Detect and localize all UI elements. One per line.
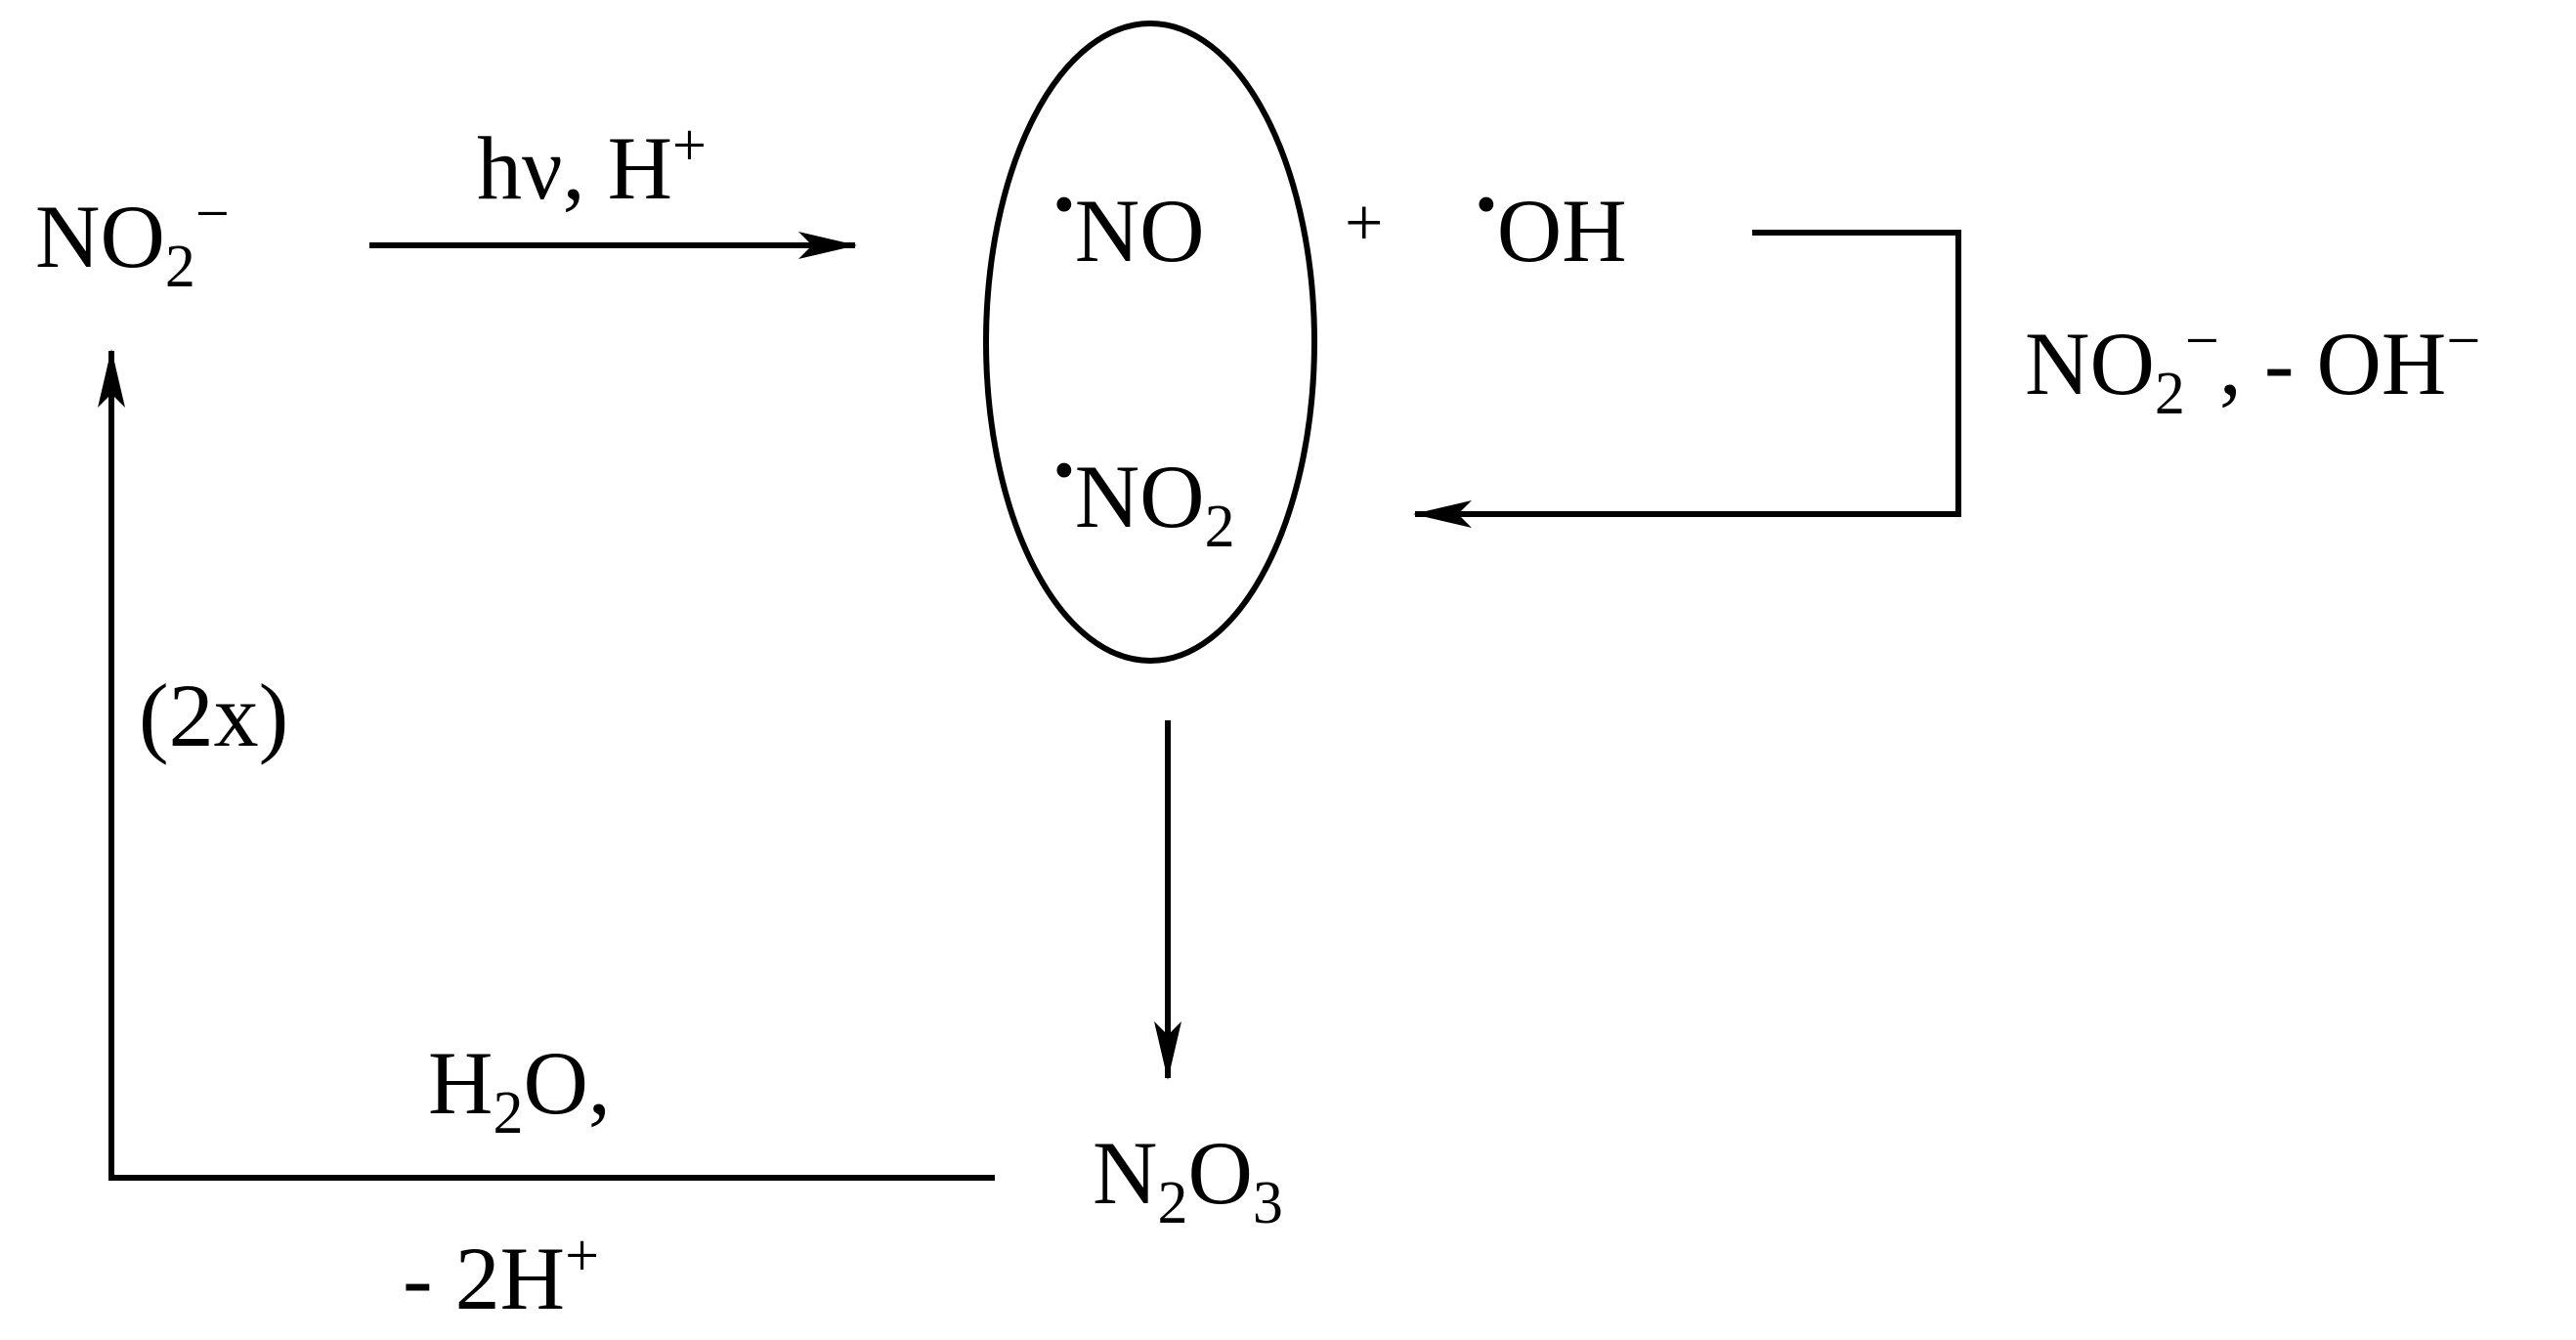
no2-radical-label: •NO2 — [1053, 437, 1235, 560]
nitrite-label: NO2− — [35, 180, 230, 300]
photolysis-condition-label: hν, H+ — [477, 111, 708, 218]
hydrolysis-proton-label: - 2H+ — [403, 1222, 600, 1328]
plus-sign: + — [1345, 186, 1384, 261]
oh-reaction-condition-label: NO2−, - OH− — [2025, 307, 2481, 427]
n2o3-label: N2O3 — [1093, 1123, 1283, 1236]
oh-radical-label: •OH — [1476, 171, 1627, 281]
hydrolysis-return-arrow — [98, 349, 995, 1181]
hydrolysis-water-label: H2O, — [428, 1033, 611, 1146]
oh-to-no2-bracket-arrow — [1413, 230, 1961, 528]
stoichiometry-multiplier-label: (2x) — [139, 666, 289, 765]
no-radical-label: •NO — [1053, 171, 1205, 281]
radical-pair-ellipse — [983, 21, 1317, 664]
